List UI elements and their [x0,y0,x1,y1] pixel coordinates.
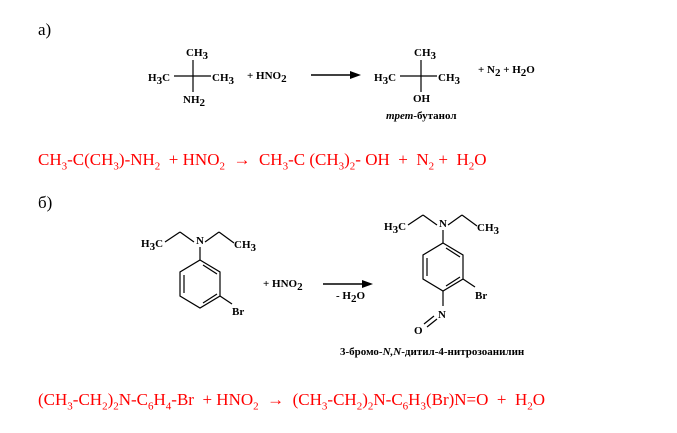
svg-text:OH: OH [413,93,431,105]
equation-b: (CH3-CH2)2N-C6H4-Br + HNO2 → (CH3-CH2)2N… [38,390,546,413]
part-b-label: б) [38,193,53,212]
svg-text:CH3: CH3 [234,239,257,254]
svg-text:CH3: CH3 [438,72,461,87]
nitroso-product-structure: H3C N CH3 Br N O [384,214,500,337]
hno2-reagent-b: + HNO2 [263,278,303,293]
part-a-label: а) [38,20,52,39]
svg-text:N: N [439,218,447,230]
svg-text:CH3: CH3 [186,47,209,62]
svg-text:NH2: NH2 [183,94,206,109]
reaction-arrow-b [323,280,373,288]
svg-text:Br: Br [475,290,487,302]
svg-text:O: O [414,325,423,337]
svg-text:Br: Br [232,306,244,318]
hno2-reagent-a: + HNO2 [247,70,287,85]
svg-text:N: N [196,235,204,247]
svg-text:CH3: CH3 [414,47,437,62]
diethylbromoaniline-structure: H3C N CH3 Br [141,231,257,318]
tert-butanol-caption: трет-бутанол [386,110,457,122]
svg-text:N: N [438,309,446,321]
svg-text:H3C: H3C [148,72,170,87]
svg-text:H3C: H3C [141,238,163,253]
svg-text:CH3: CH3 [212,72,235,87]
tert-butanol-structure: CH3 H3C CH3 OH [374,47,461,105]
svg-text:H3C: H3C [384,221,406,236]
svg-text:H3C: H3C [374,72,396,87]
svg-text:CH3: CH3 [477,222,500,237]
products-n2-h2o: + N2 + H2O [478,64,535,79]
nitroso-product-caption: 3-бромо-N,N-дитил-4-нитрозоанилин [340,346,525,358]
water-elimination: - H2O [336,290,365,305]
equation-a: CH3-C(CH3)-NH2 + HNO2 → CH3-C (CH3)2- OH… [38,150,487,173]
reaction-arrow-a [311,71,361,79]
tert-butylamine-structure: CH3 H3C CH3 NH2 [148,47,235,109]
